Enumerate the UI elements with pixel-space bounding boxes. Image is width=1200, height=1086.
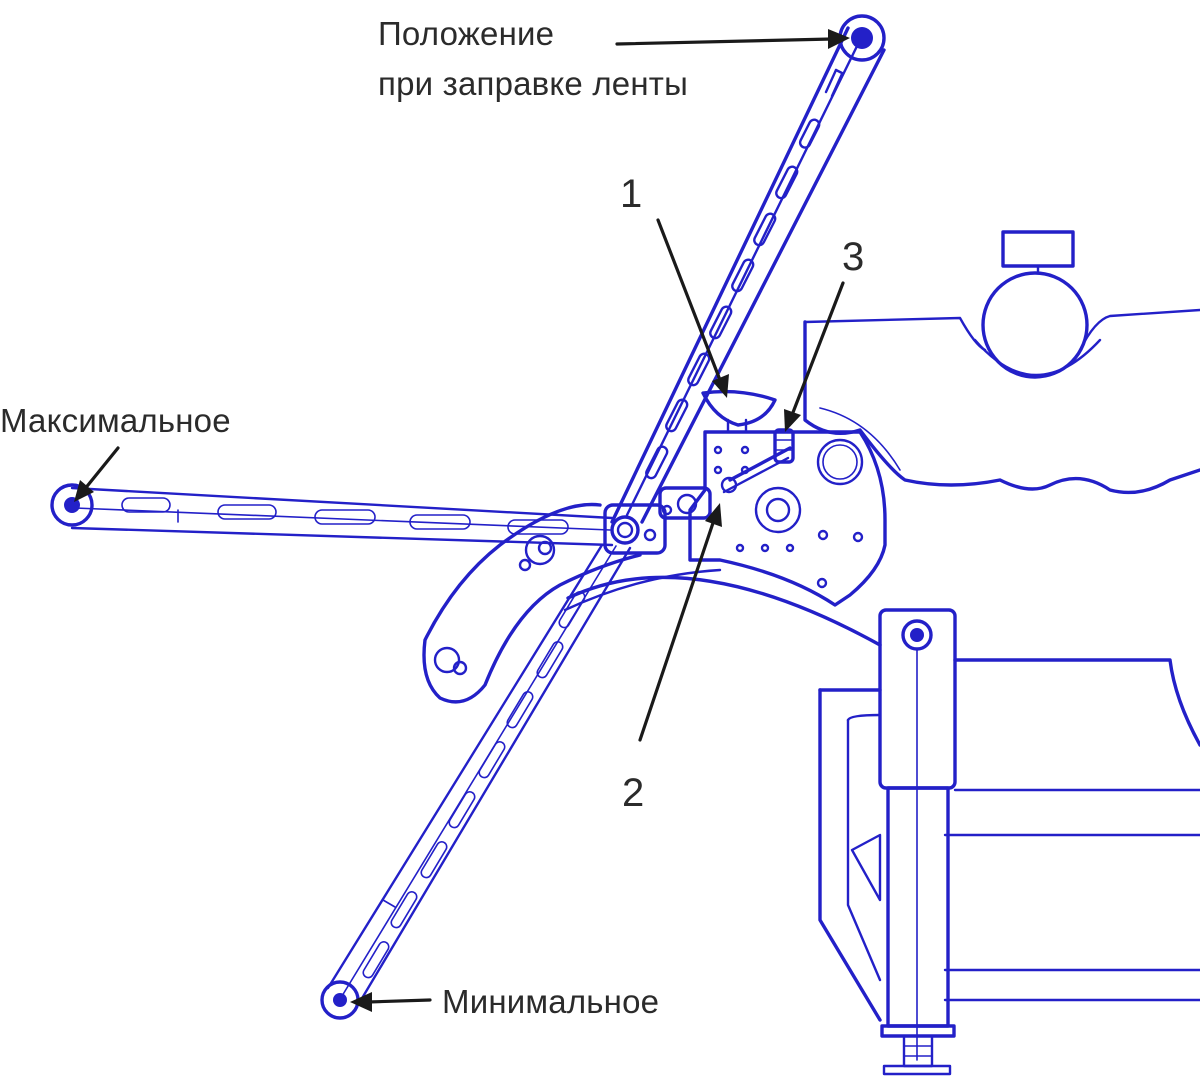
bracket-plate bbox=[658, 389, 887, 607]
label-threading-position-line2: при заправке ленты bbox=[378, 65, 688, 102]
labels: Положение при заправке ленты Максимально… bbox=[0, 15, 864, 1020]
label-minimum: Минимальное bbox=[442, 983, 659, 1020]
pivot-hub bbox=[603, 503, 667, 555]
callout-3: 3 bbox=[842, 235, 864, 279]
callout-1: 1 bbox=[620, 172, 642, 216]
arm-maximum bbox=[50, 483, 614, 547]
arrow-callout-1 bbox=[656, 218, 729, 398]
label-threading-position-line1: Положение bbox=[378, 15, 554, 52]
arrow-callout-3 bbox=[784, 281, 845, 432]
arm-threading-position bbox=[610, 14, 886, 524]
leader-arrows bbox=[74, 29, 850, 1012]
curved-guide bbox=[563, 568, 882, 647]
callout-2: 2 bbox=[622, 771, 644, 815]
arrow-threading-position bbox=[615, 29, 850, 49]
machine-body bbox=[803, 230, 1200, 1076]
arrow-maximum bbox=[74, 446, 120, 502]
arrow-callout-2 bbox=[638, 503, 722, 742]
label-maximum: Максимальное bbox=[0, 402, 231, 439]
arm-minimum bbox=[320, 543, 632, 1020]
arrow-minimum bbox=[350, 992, 432, 1012]
swing-arm bbox=[422, 502, 642, 704]
